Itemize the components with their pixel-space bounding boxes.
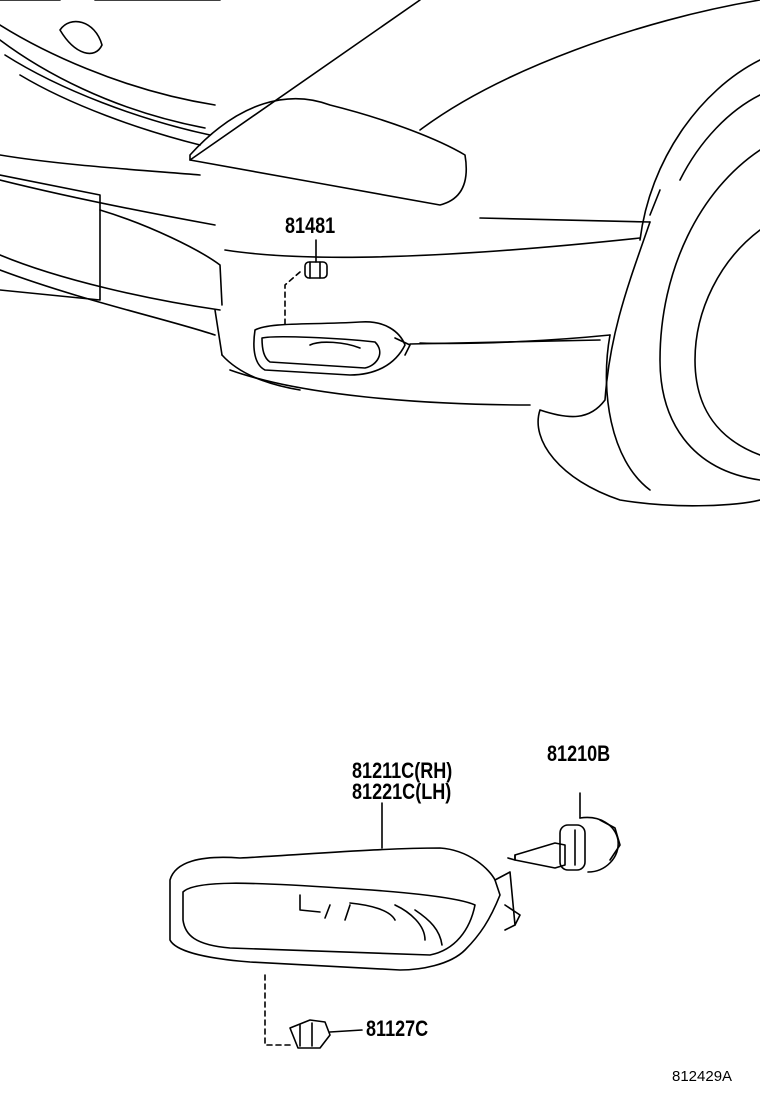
label-81127c: 81127C	[366, 1016, 429, 1041]
label-81481: 81481	[285, 213, 336, 238]
label-81221c: 81221C(LH)	[352, 779, 452, 804]
fog-lamp-exploded	[169, 802, 521, 971]
socket-81127c-part	[264, 974, 363, 1049]
illustration-code: 812429A	[672, 1068, 733, 1085]
label-81210b: 81210B	[547, 741, 611, 766]
bulb-81210b-part	[507, 792, 621, 873]
label-81211c: 81211C(RH)	[352, 758, 453, 783]
socket-81481-part	[284, 239, 328, 326]
car-body-outline	[0, 0, 760, 507]
fog-lamp-installed	[253, 321, 601, 376]
